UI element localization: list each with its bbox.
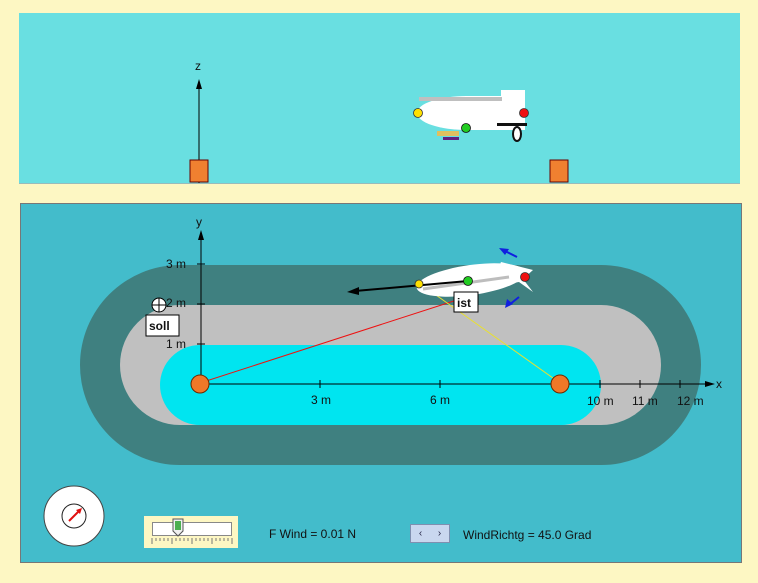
left-anchor	[190, 374, 210, 394]
actual-position-box	[453, 291, 479, 313]
x-axis-label: x	[716, 377, 722, 391]
y-tick-label: 2 m	[166, 296, 186, 310]
target-position-label: soll	[149, 319, 170, 333]
tether-line-yellow	[418, 282, 561, 384]
wind-direction-increase-button[interactable]: ›	[437, 528, 442, 539]
blimp-gondola	[437, 131, 459, 136]
y-axis-arrow	[198, 230, 204, 240]
top-down-view-panel: x y 3 m 6 m 10 m 11 m 12 m 3 m 2 m 1 m	[20, 203, 742, 563]
wind-force-slider[interactable]	[144, 516, 238, 548]
right-pole	[549, 159, 569, 183]
wind-direction-label: WindRichtg = 45.0 Grad	[463, 528, 592, 542]
actual-position-label: ist	[457, 296, 471, 310]
thrust-arrow-top-head	[499, 248, 509, 255]
compass-icon	[43, 485, 105, 547]
side-view-canvas: z	[189, 59, 569, 183]
z-axis-label: z	[195, 59, 201, 73]
rear-marker-red	[519, 108, 529, 118]
blimp-propeller-arm	[497, 123, 527, 126]
x-tick-label: 11 m	[632, 394, 658, 408]
y-tick-label: 3 m	[166, 257, 186, 271]
blimp-propeller	[512, 126, 522, 142]
arrow-left-right-icon[interactable]: ‹ ›	[410, 524, 450, 543]
slider-ticks	[151, 538, 233, 544]
x-tick-label: 10 m	[587, 394, 614, 408]
left-pole	[189, 159, 209, 183]
y-tick-label: 1 m	[166, 337, 186, 351]
blimp-hull-stripe	[419, 97, 502, 101]
slider-track[interactable]	[152, 522, 232, 536]
x-axis-arrow	[705, 381, 715, 387]
slider-thumb[interactable]	[172, 518, 184, 537]
wind-force-label: F Wind = 0.01 N	[269, 527, 357, 541]
y-axis-label: y	[196, 215, 202, 229]
center-marker-green	[463, 276, 473, 286]
x-tick-label: 6 m	[430, 393, 450, 407]
target-position-box	[145, 314, 180, 337]
blimp-top-view[interactable]	[347, 248, 533, 308]
front-marker-yellow	[414, 279, 424, 289]
heading-arrow-head	[347, 287, 359, 295]
blimp-gondola-base	[443, 137, 459, 140]
z-axis-arrow	[196, 79, 202, 89]
top-down-view-canvas: x y 3 m 6 m 10 m 11 m 12 m 3 m 2 m 1 m	[80, 215, 722, 465]
heading-arrow	[354, 280, 469, 292]
wind-direction-decrease-button[interactable]: ‹	[418, 528, 423, 539]
right-anchor	[550, 374, 570, 394]
blimp-side-view	[413, 90, 529, 142]
front-marker-yellow	[413, 108, 423, 118]
x-tick-label: 12 m	[677, 394, 704, 408]
side-view-panel: z	[19, 13, 740, 184]
x-tick-label: 3 m	[311, 393, 331, 407]
center-marker-green	[461, 123, 471, 133]
rear-marker-red	[520, 272, 530, 282]
inner-pool	[160, 345, 601, 425]
crosshair-icon[interactable]	[151, 297, 167, 313]
thrust-arrow-bottom-head	[505, 299, 513, 308]
